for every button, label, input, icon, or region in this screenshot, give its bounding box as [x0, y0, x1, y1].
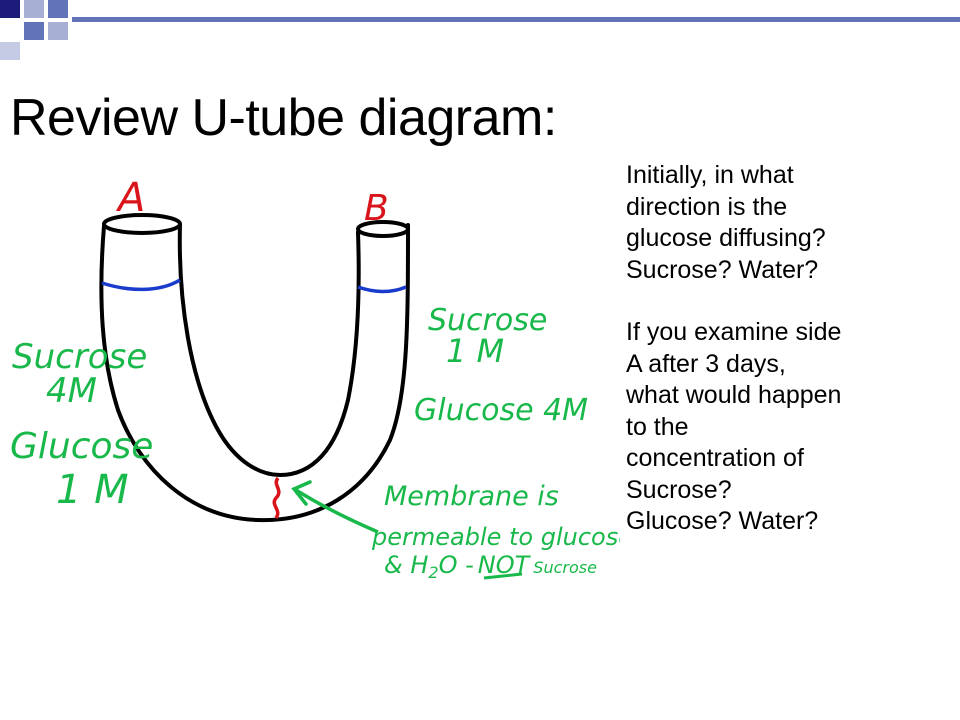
membrane-note-suffix: O - [439, 551, 474, 579]
question-1-line: Initially, in what [626, 161, 794, 189]
question-2-line: what would happen [626, 381, 842, 409]
membrane-note-prefix: & H [384, 551, 428, 579]
question-2-line: If you examine side [626, 318, 842, 346]
liquid-level-a [101, 278, 181, 292]
membrane-note-sub: 2 [428, 563, 438, 582]
question-text: Initially, in what direction is the gluc… [626, 160, 956, 538]
membrane-note-line1: Membrane is [384, 481, 559, 512]
side-b-sucrose-label: Sucrose [428, 303, 547, 338]
membrane-note-end: Sucrose [533, 558, 597, 577]
deco-square [24, 22, 44, 40]
question-1-line: Sucrose? Water? [626, 255, 819, 284]
not-underline [483, 572, 523, 580]
u-tube-diagram: A B Sucrose 4M Glucose 1 M Sucrose 1 M G… [10, 175, 620, 582]
question-2-line: concentration of [626, 444, 804, 472]
side-a-sucrose-conc: 4M [46, 371, 97, 411]
liquid-level-b [357, 285, 407, 294]
question-1-line: glucose diffusing? [626, 224, 826, 252]
question-2-line: Sucrose? [626, 475, 732, 504]
deco-square [0, 0, 20, 18]
membrane [272, 476, 281, 520]
deco-square [0, 42, 20, 60]
membrane-note-line2: permeable to glucose [371, 523, 620, 551]
side-a-glucose-conc: 1 M [56, 467, 129, 513]
deco-square [48, 0, 68, 18]
question-2-line: A after 3 days, [626, 349, 786, 378]
tube-opening-b [356, 220, 410, 238]
question-2-line: to the [626, 412, 689, 441]
side-b-sucrose-conc: 1 M [446, 332, 504, 370]
tube-outer-wall [99, 223, 410, 523]
slide-title: Review U-tube diagram: [10, 89, 557, 147]
side-b-label: B [364, 188, 389, 229]
header-line [72, 17, 960, 22]
side-a-label: A [115, 175, 145, 221]
corner-decoration [0, 0, 960, 60]
side-a-glucose-label: Glucose [10, 426, 153, 467]
deco-square [24, 0, 44, 18]
question-1-line: direction is the [626, 192, 788, 221]
tube-opening-a [102, 213, 182, 235]
tube-inner-wall [177, 222, 361, 478]
membrane-arrow-head [291, 480, 312, 506]
side-b-glucose-label: Glucose 4M [414, 393, 588, 428]
paragraph-gap [626, 286, 956, 317]
side-a-sucrose-label: Sucrose [12, 337, 147, 377]
membrane-arrow [295, 488, 379, 534]
deco-square [48, 22, 68, 40]
question-2-line: Glucose? Water? [626, 507, 819, 535]
membrane-note-not: NOT [478, 551, 532, 579]
